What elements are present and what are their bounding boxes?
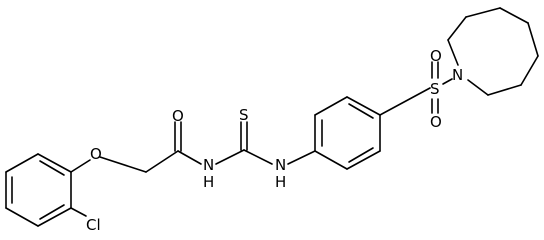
chlorophenyl-ring — [5, 153, 72, 227]
chlorine-label: Cl — [86, 216, 101, 234]
carbonyl-oxygen-label: O — [172, 107, 184, 125]
amide-hydrogen-label: H — [203, 173, 214, 191]
azepane-nitrogen-label: N — [452, 66, 463, 84]
thiourea-nitrogen-label: N — [275, 156, 286, 174]
thio-sulfur-label: S — [239, 106, 249, 124]
sulfonyl-oxygen-top-label: O — [430, 47, 442, 65]
amide-nitrogen-label: N — [203, 156, 214, 174]
sulfonyl-oxygen-bottom-label: O — [430, 113, 442, 131]
phenylene-ring — [314, 96, 381, 170]
atom-labels: Cl O O N H S N H S O O N — [86, 47, 463, 234]
chain-bonds — [70, 121, 316, 217]
thiourea-hydrogen-label: H — [275, 173, 286, 191]
sulfonyl-bonds — [379, 61, 453, 116]
sulfonyl-sulfur-label: S — [430, 80, 440, 98]
azepane-ring — [447, 7, 539, 96]
ether-oxygen-label: O — [90, 145, 102, 163]
